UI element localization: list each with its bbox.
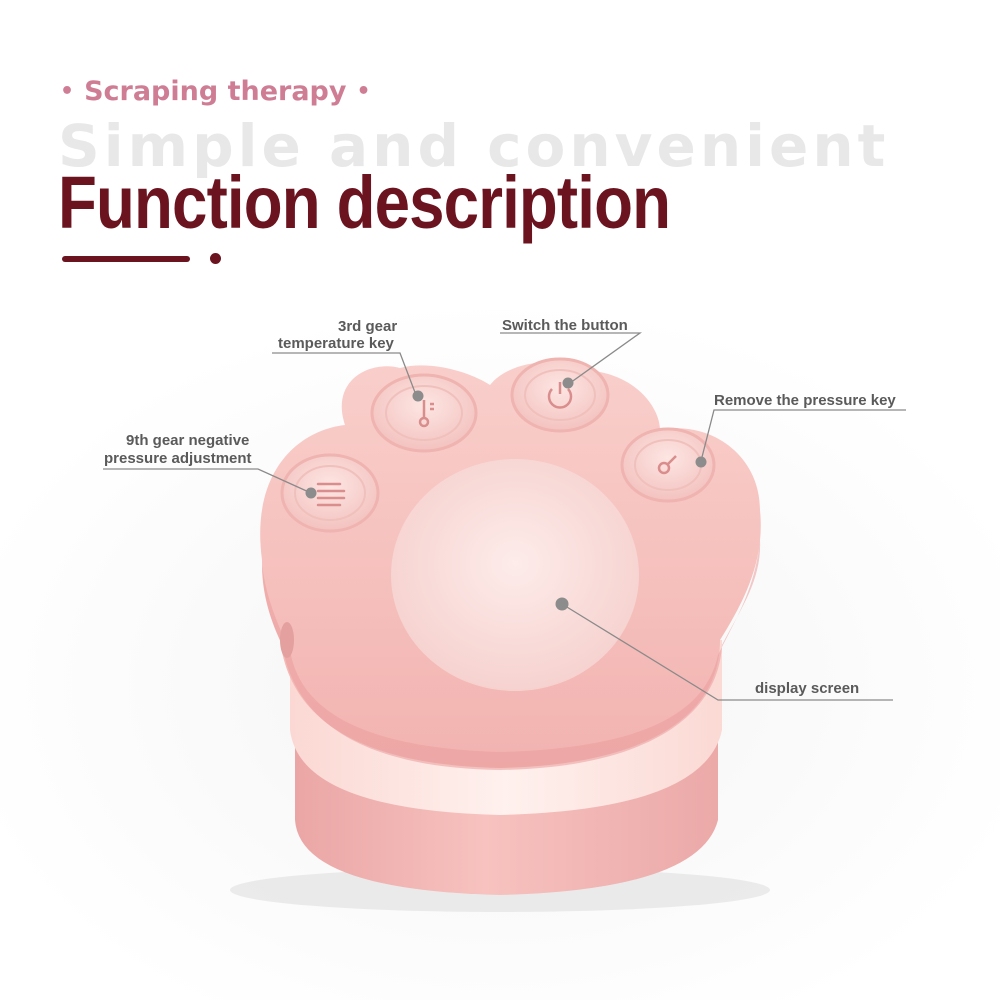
display-screen: [391, 459, 639, 691]
page-title: Function description: [58, 161, 671, 244]
marker-display: [555, 597, 569, 611]
tagline-dot-left: •: [60, 79, 75, 104]
temperature-key-button[interactable]: [370, 373, 478, 453]
leader-display: [561, 603, 893, 701]
marker-negative-pressure: [305, 487, 317, 499]
marker-switch: [562, 377, 574, 389]
label-temperature-line1: 3rd gear: [338, 318, 398, 335]
marker-temperature: [412, 390, 424, 402]
release-icon: [657, 455, 677, 475]
tagline-dot-right: •: [356, 79, 371, 104]
watermark-subtitle: Simple and convenient: [58, 112, 890, 180]
side-notch: [280, 622, 294, 658]
label-negative-pressure-line1: 9th gear negative: [126, 432, 250, 449]
label-negative-pressure-line2: pressure adjustment: [104, 450, 252, 467]
switch-button[interactable]: [510, 357, 610, 433]
tagline-text: Scraping therapy: [84, 76, 347, 107]
leader-temperature: [272, 352, 417, 396]
title-underline-dot: [210, 253, 221, 264]
label-remove-pressure-key: Remove the pressure key: [714, 392, 896, 409]
title-underline-bar: [62, 256, 190, 262]
pressure-levels-icon: [316, 482, 346, 507]
leader-remove-pressure: [700, 409, 906, 462]
tagline: • Scraping therapy •: [60, 76, 371, 107]
power-icon: [547, 382, 573, 409]
label-temperature-line2: temperature key: [278, 335, 394, 352]
marker-remove-pressure: [695, 456, 707, 468]
thermometer-icon: [418, 400, 434, 428]
label-switch-button: Switch the button: [502, 317, 628, 334]
label-display-screen: display screen: [755, 680, 860, 697]
leader-negative-pressure: [103, 468, 312, 494]
negative-pressure-button[interactable]: [280, 453, 380, 533]
leader-switch: [500, 332, 643, 384]
